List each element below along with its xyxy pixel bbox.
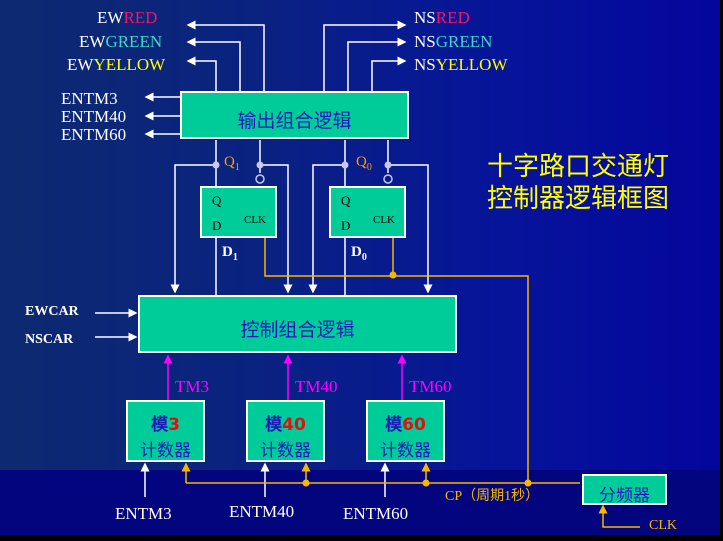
output-ewred: EWRED	[97, 9, 157, 26]
output-ewgreen: EWGREEN	[79, 33, 162, 50]
output-entm40: ENTM40	[61, 107, 127, 126]
counter-mod3: 模3 计数器	[126, 400, 205, 462]
input-nscar: NSCAR	[25, 332, 74, 347]
inverter-bubble-ff1	[255, 174, 265, 184]
counter-label: 计数器	[380, 441, 431, 461]
title-line2: 控制器逻辑框图	[487, 184, 670, 214]
input-ewcar: EWCAR	[25, 304, 79, 319]
prefix: EW	[67, 55, 94, 74]
suffix: RED	[123, 8, 158, 27]
output-nsyellow: NSYELLOW	[414, 56, 508, 73]
q1-label: Q1	[224, 154, 240, 173]
output-entm60: ENTM60	[61, 125, 127, 144]
prefix: NS	[414, 32, 436, 51]
suffix: RED	[435, 8, 470, 27]
input-entm40: ENTM40	[229, 502, 295, 521]
pin-clk: CLK	[373, 214, 395, 226]
flipflop-d1: Q D CLK	[200, 186, 277, 238]
control-logic-block: 控制组合逻辑	[138, 295, 457, 353]
inverter-bubble-ff0	[383, 174, 393, 184]
wire-ewred	[186, 20, 265, 92]
counter-label: 计数器	[140, 441, 191, 461]
counter-modulus: 3	[168, 415, 180, 435]
wire-ewgreen	[186, 37, 241, 92]
pin-q: Q	[212, 193, 222, 208]
counter-mod40: 模40 计数器	[246, 400, 325, 462]
output-entm3: ENTM3	[61, 89, 118, 108]
prefix: EW	[79, 32, 106, 51]
wire-ewyellow	[186, 56, 217, 92]
counter-prefix: 模	[385, 415, 403, 435]
wire-nsgreen	[347, 37, 407, 92]
suffix: YELLOW	[93, 55, 166, 74]
pin-clk: CLK	[244, 214, 266, 226]
control-logic-label: 控制组合逻辑	[240, 319, 355, 341]
counter-mod60: 模60 计数器	[366, 400, 445, 462]
output-nsred: NSRED	[414, 9, 470, 26]
pin-q: Q	[341, 193, 351, 208]
output-logic-label: 输出组合逻辑	[237, 110, 352, 132]
clk-input-label: CLK	[649, 518, 677, 533]
wire-nsyellow	[371, 56, 407, 92]
counter-prefix: 模	[151, 415, 169, 435]
input-entm60: ENTM60	[343, 504, 409, 523]
frequency-divider-block: 分频器	[582, 474, 667, 506]
counter-prefix: 模	[265, 415, 283, 435]
suffix: GREEN	[435, 32, 493, 51]
counter-modulus: 60	[402, 415, 426, 435]
signal-tm3: TM3	[175, 377, 209, 396]
wire-nsred	[323, 20, 407, 92]
pin-d: D	[341, 218, 351, 233]
prefix: NS	[414, 55, 436, 74]
output-ewyellow: EWYELLOW	[67, 56, 165, 73]
prefix: EW	[97, 8, 124, 27]
output-logic-block: 输出组合逻辑	[180, 91, 409, 139]
input-entm3: ENTM3	[115, 504, 172, 523]
output-nsgreen: NSGREEN	[414, 33, 492, 50]
counter-modulus: 40	[282, 415, 306, 435]
pin-d: D	[212, 218, 222, 233]
signal-tm40: TM40	[295, 377, 338, 396]
suffix: GREEN	[105, 32, 163, 51]
flipflop-d0: Q D CLK	[329, 186, 406, 238]
signal-tm60: TM60	[409, 377, 452, 396]
suffix: YELLOW	[435, 55, 508, 74]
q0-label: Q0	[356, 154, 372, 173]
clock-label: CP（周期1秒）	[445, 489, 540, 504]
counter-label: 计数器	[260, 441, 311, 461]
d0-label: D0	[351, 244, 367, 263]
divider-label: 分频器	[599, 486, 650, 506]
title-line1: 十字路口交通灯	[487, 152, 670, 182]
d1-label: D1	[222, 244, 238, 263]
prefix: NS	[414, 8, 436, 27]
